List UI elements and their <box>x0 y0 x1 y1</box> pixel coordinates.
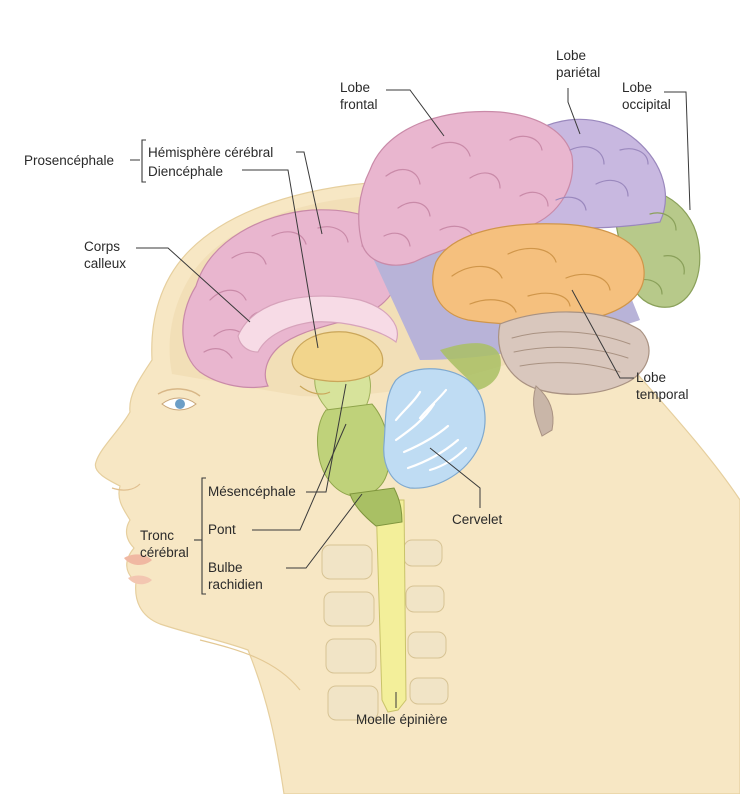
vertebrae <box>321 539 449 721</box>
diencephalon <box>291 331 384 383</box>
labels: Lobe frontal Lobe pariétal Lobe occipita… <box>24 48 689 727</box>
label-hemisphere-cerebral: Hémisphère cérébral <box>148 145 273 160</box>
lips <box>124 554 152 565</box>
label-prosencephale: Prosencéphale <box>24 153 114 168</box>
label-pont: Pont <box>208 522 236 537</box>
leader-lines <box>130 88 691 708</box>
corpus-callosum <box>237 295 398 353</box>
label-tronc-cerebral: Tronc cérébral <box>140 528 189 560</box>
braces <box>141 139 206 595</box>
label-moelle-epiniere: Moelle épinière <box>356 712 448 727</box>
label-lobe-temporal: Lobe temporal <box>636 370 689 402</box>
label-lobe-parietal: Lobe pariétal <box>556 48 600 80</box>
label-mesencephale: Mésencéphale <box>208 484 296 499</box>
lateral-brain <box>358 110 701 437</box>
lateral-brainstem <box>533 385 554 437</box>
lateral-cerebellum <box>498 311 650 395</box>
label-corps-calleux: Corps calleux <box>84 239 126 271</box>
cerebellum-medial <box>383 343 501 489</box>
label-cervelet: Cervelet <box>452 512 503 527</box>
label-bulbe-rachidien: Bulbe rachidien <box>208 560 263 592</box>
spinal-cord <box>375 499 407 713</box>
label-lobe-occipital: Lobe occipital <box>622 80 671 112</box>
label-lobe-frontal: Lobe frontal <box>340 80 378 112</box>
cerebellum <box>383 368 486 489</box>
label-diencephale: Diencéphale <box>148 164 223 179</box>
temporal-lobe <box>432 223 645 325</box>
medial-hemisphere <box>182 209 402 395</box>
medulla <box>349 487 403 527</box>
